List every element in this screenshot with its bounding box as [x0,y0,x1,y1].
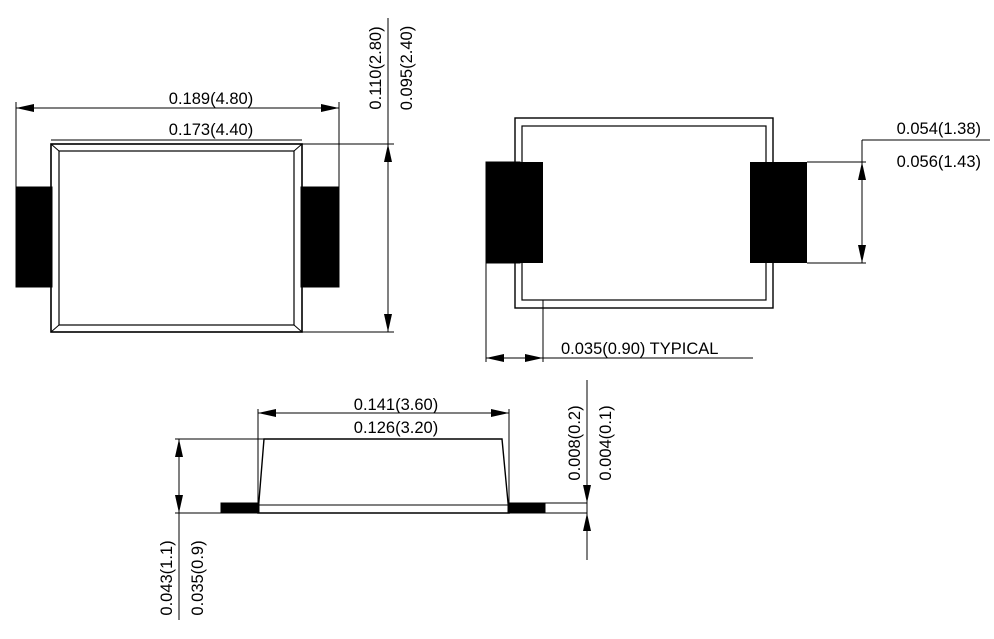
dim-lead-thickness-max-label: 0.008(0.2) [566,405,584,480]
dim-width-min-label: 0.095(2.40) [398,26,416,110]
top-view-left-lead [15,186,53,288]
dim-height-max-label: 0.043(1.1) [158,540,176,615]
top-view-bevel-line [50,143,60,152]
dim-lead-thickness-min-label: 0.004(0.1) [597,405,615,480]
dim-height-min-label: 0.035(0.9) [189,540,207,615]
bottom-view-body-inner [521,125,767,301]
bottom-view-body-outer [514,117,774,309]
side-view-right-lead-tip [544,502,588,514]
top-view-body-inner [58,150,295,326]
dim-lead-length-label: 0.035(0.90) TYPICAL [561,340,718,358]
arrowhead [258,409,276,417]
dim-body-length-label: 0.173(4.40) [169,121,253,139]
arrowhead [175,439,183,457]
arrowhead [16,104,34,112]
dim-lead-width-a-label: 0.054(1.38) [897,120,981,138]
arrowhead [525,354,543,362]
bottom-view: 0.054(1.38) 0.056(1.43) 0.035(0.90) TYPI… [485,117,990,362]
side-view-body [257,438,510,514]
dim-lead-width-b-label: 0.056(1.43) [897,153,981,171]
arrowhead [858,162,866,180]
top-view-body-outer [50,143,303,333]
top-view-right-lead [300,186,340,288]
arrowhead [175,495,183,513]
arrowhead [583,513,591,531]
top-view-bevel-line [293,324,303,333]
arrowhead [583,485,591,503]
dim-overall-length-label: 0.189(4.80) [169,90,253,108]
bottom-view-left-lead-edge [520,162,543,263]
arrowhead [384,314,392,332]
top-view-bevel-line [293,143,303,152]
arrowhead [486,354,504,362]
side-view: 0.141(3.60) 0.126(3.20) 0.043(1.1) 0.035… [158,380,615,620]
arrowhead [858,245,866,263]
dim-width-max-label: 0.110(2.80) [367,26,385,109]
arrowhead [491,409,509,417]
bottom-view-right-lead [750,162,807,263]
dim-top-length-min-label: 0.126(3.20) [354,419,438,437]
dim-top-length-max-label: 0.141(3.60) [354,396,438,414]
side-view-left-lead [220,502,260,514]
arrowhead [321,104,339,112]
top-view: 0.189(4.80) 0.173(4.40) 0.110(2.80) 0.09… [15,18,416,333]
bottom-view-left-lead [485,161,521,264]
top-view-bevel-line [50,324,60,333]
side-view-right-lead [507,502,546,514]
arrowhead [384,144,392,162]
